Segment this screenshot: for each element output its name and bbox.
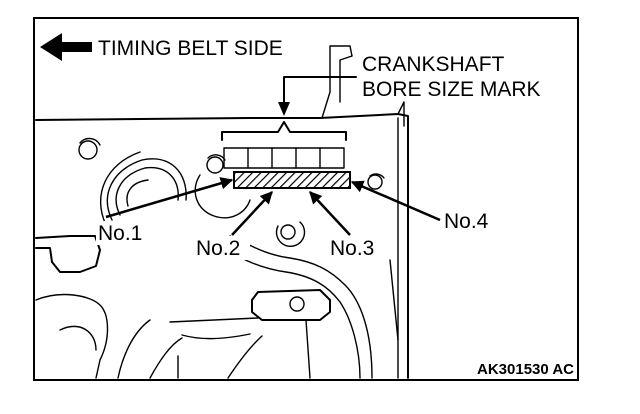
crankshaft-label: CRANKSHAFT [362, 53, 505, 76]
left-arrow-icon [40, 33, 92, 61]
hatched-mark-bar [233, 171, 351, 189]
no1-label: No.1 [98, 222, 142, 245]
figure-code: AK301530 AC [477, 361, 574, 378]
no1-arrow [105, 177, 234, 219]
bore-size-mark-boxes [223, 147, 345, 169]
no4-arrow [350, 180, 441, 222]
title-leader [283, 76, 357, 104]
figure-frame [33, 17, 579, 381]
no2-arrow [231, 191, 273, 236]
no2-label: No.2 [196, 237, 240, 260]
no4-label: No.4 [444, 210, 489, 233]
title-leader-arrow-icon [278, 102, 290, 116]
no3-label: No.3 [330, 237, 374, 260]
timing-belt-side-label: TIMING BELT SIDE [98, 37, 283, 60]
engine-block [35, 45, 409, 379]
bracket [221, 121, 347, 141]
bore-size-mark-label: BORE SIZE MARK [362, 78, 541, 101]
no3-arrow [309, 191, 351, 236]
